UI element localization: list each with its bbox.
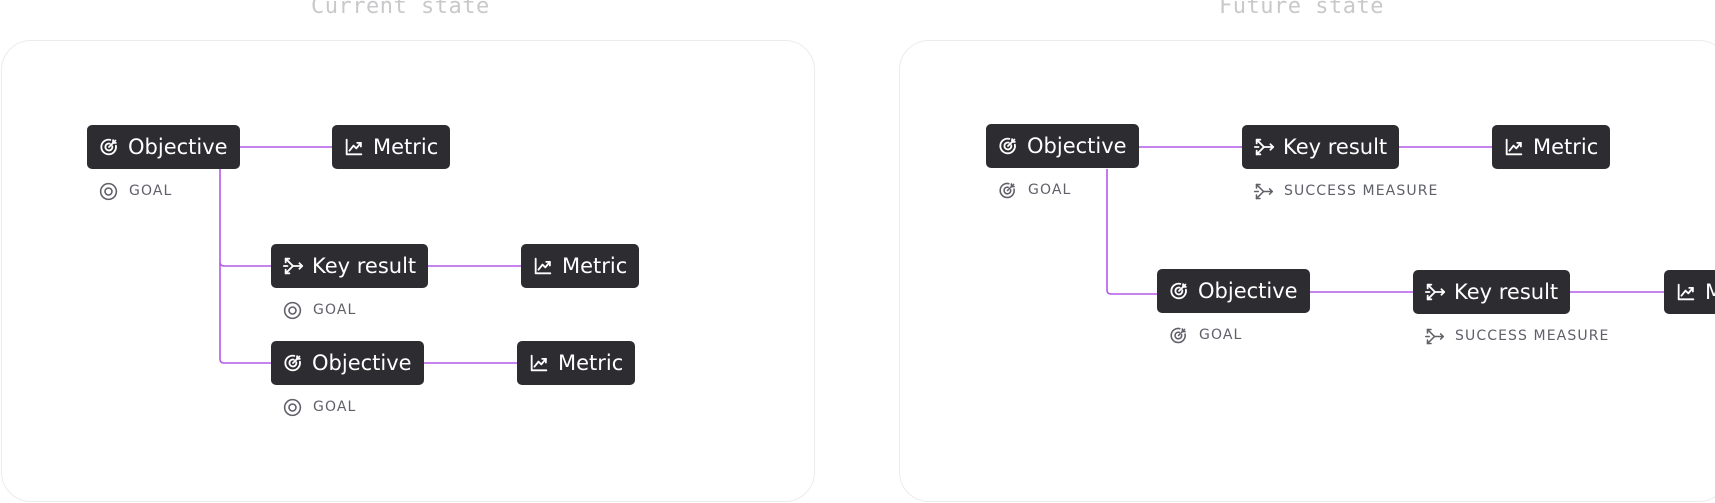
tag-label: GOAL: [1028, 182, 1072, 198]
node-objective[interactable]: Objective: [986, 124, 1139, 168]
node-label: Objective: [1027, 134, 1127, 158]
node-label: Key result: [312, 254, 417, 278]
node-label: Key result: [1283, 135, 1388, 159]
objective-target-icon: [1167, 324, 1189, 346]
node-label: Metric: [558, 351, 624, 375]
objective-target-icon: [997, 135, 1019, 157]
metric-chart-icon: [528, 352, 550, 374]
tag-label: SUCCESS MEASURE: [1455, 328, 1610, 344]
node-key-result[interactable]: Key result: [271, 244, 429, 288]
key-result-icon: [1252, 180, 1274, 202]
node-objective[interactable]: Objective: [1157, 269, 1310, 313]
node-label: Objective: [1198, 279, 1298, 303]
metric-chart-icon: [1503, 136, 1525, 158]
goal-circle-icon: [97, 180, 119, 202]
objective-target-icon: [282, 352, 304, 374]
node-label: Objective: [312, 351, 412, 375]
node-metric[interactable]: Metric: [521, 244, 640, 288]
tag-label: SUCCESS MEASURE: [1284, 183, 1439, 199]
node-metric[interactable]: Metric: [1664, 270, 1715, 314]
objective-target-icon: [996, 179, 1018, 201]
node-metric[interactable]: Metric: [332, 125, 451, 169]
goal-circle-icon: [281, 396, 303, 418]
key-result-icon: [1253, 136, 1275, 158]
tag-goal: GOAL: [281, 298, 356, 322]
tag-success-measure: SUCCESS MEASURE: [1252, 179, 1438, 203]
metric-chart-icon: [532, 255, 554, 277]
tag-label: GOAL: [313, 399, 357, 415]
node-label: Key result: [1454, 280, 1559, 304]
node-key-result[interactable]: Key result: [1413, 270, 1571, 314]
objective-target-icon: [98, 136, 120, 158]
tag-goal: GOAL: [281, 395, 356, 419]
key-result-icon: [1424, 281, 1446, 303]
node-label: Metric: [1533, 135, 1599, 159]
metric-chart-icon: [343, 136, 365, 158]
goal-circle-icon: [281, 299, 303, 321]
node-metric[interactable]: Metric: [517, 341, 636, 385]
key-result-icon: [282, 255, 304, 277]
current-state-title: Current state: [311, 0, 490, 19]
tag-goal: GOAL: [996, 178, 1071, 202]
tag-label: GOAL: [129, 183, 173, 199]
node-label: Metric: [373, 135, 439, 159]
metric-chart-icon: [1675, 281, 1697, 303]
tag-label: GOAL: [1199, 327, 1243, 343]
node-metric[interactable]: Metric: [1492, 125, 1611, 169]
objective-target-icon: [1168, 280, 1190, 302]
key-result-icon: [1423, 325, 1445, 347]
tag-goal: GOAL: [1167, 323, 1242, 347]
node-objective[interactable]: Objective: [87, 125, 240, 169]
future-state-title: Future state: [1219, 0, 1384, 19]
node-label: Metric: [562, 254, 628, 278]
tag-label: GOAL: [313, 302, 357, 318]
node-key-result[interactable]: Key result: [1242, 125, 1400, 169]
tag-goal: GOAL: [97, 179, 172, 203]
node-objective[interactable]: Objective: [271, 341, 424, 385]
tag-success-measure: SUCCESS MEASURE: [1423, 324, 1609, 348]
node-label: Metric: [1705, 280, 1715, 304]
node-label: Objective: [128, 135, 228, 159]
